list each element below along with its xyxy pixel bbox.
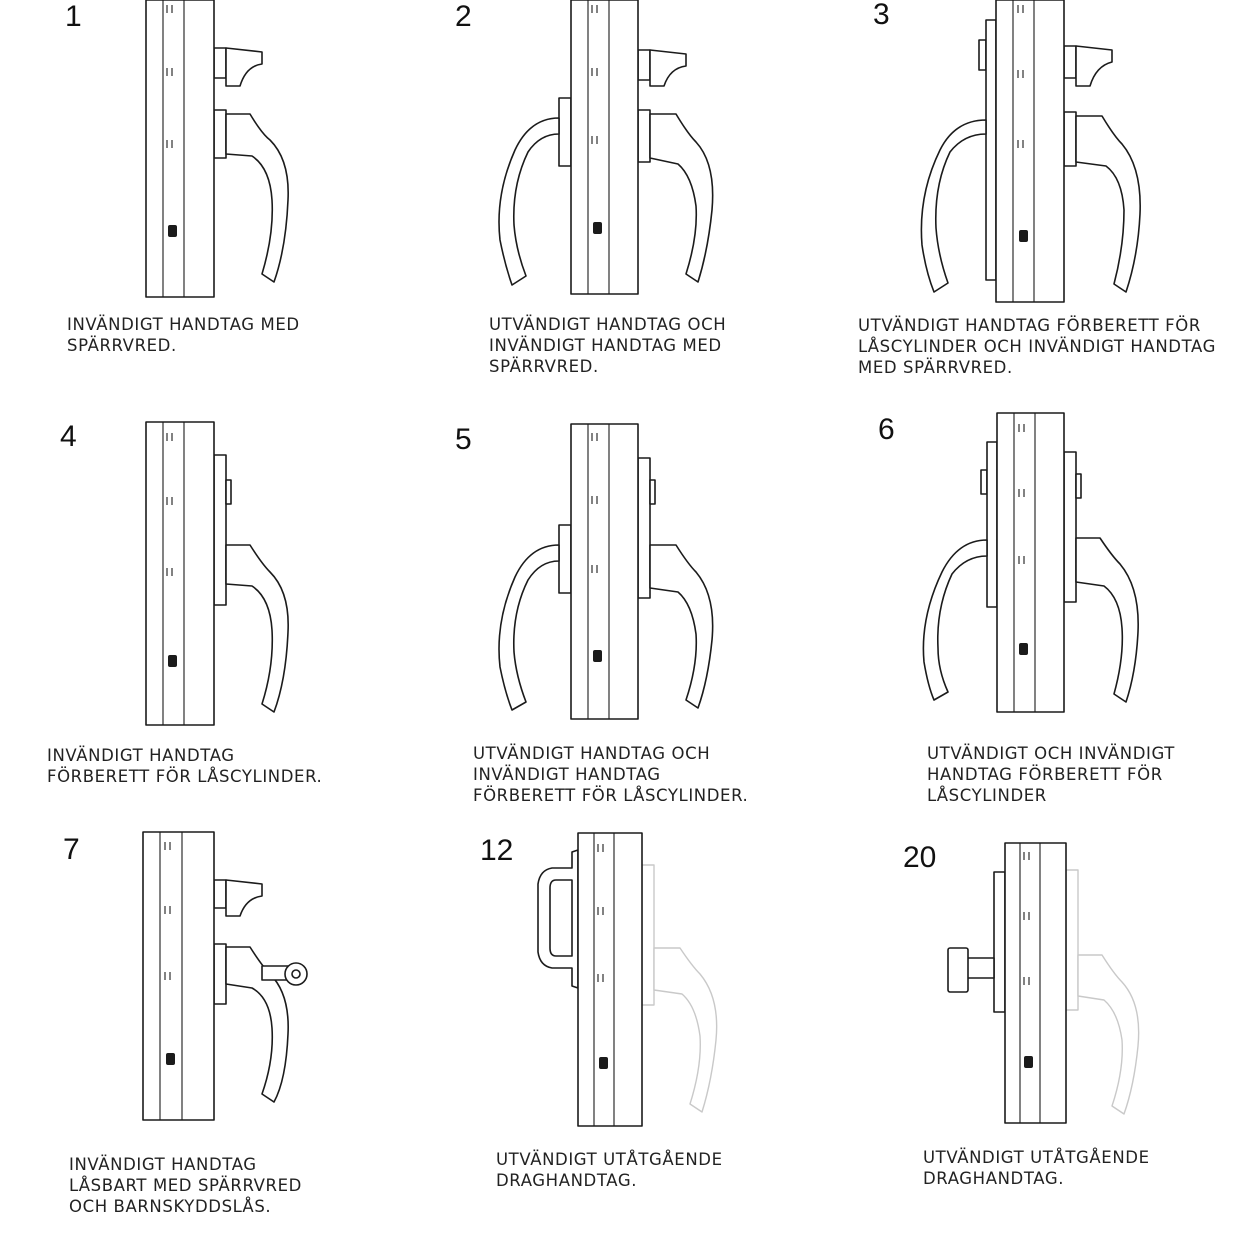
caption-20: UTVÄNDIGT UTÅTGÅENDE DRAGHANDTAG. [923,1148,1150,1188]
outer-handle-with-cylinder [922,441,998,701]
figure-number-7: 7 [63,833,80,866]
window-handle-diagram-2 [498,0,714,295]
window-frame-profile [145,421,215,726]
figure-number-2: 2 [455,0,472,33]
caption-1: INVÄNDIGT HANDTAG MED SPÄRRVRED. [67,315,300,355]
window-frame-profile [577,832,643,1127]
window-handle-diagram-12 [537,832,718,1127]
figure-number-5: 5 [455,423,472,456]
window-handle-diagram-7 [142,831,308,1121]
inner-handle-with-lock-knob [1063,45,1141,293]
caption-2: UTVÄNDIGT HANDTAG OCH INVÄNDIGT HANDTAG … [489,315,727,376]
inner-handle-with-cylinder [637,457,714,709]
window-frame-profile [142,831,215,1121]
figure-number-20: 20 [903,841,937,874]
window-handle-diagram-5 [498,423,714,720]
inner-handle-with-lock-knob [637,49,714,283]
window-frame-profile [995,0,1065,303]
inner-handle-with-lock-knob [213,47,289,283]
window-frame-profile [996,412,1065,713]
window-handle-diagram-4 [145,421,289,726]
inner-handle-with-cylinder [1063,451,1139,703]
outer-handle [498,97,572,286]
inner-handle-with-lock-knob-and-key [213,879,308,1103]
figure-number-6: 6 [878,413,895,446]
caption-4: INVÄNDIGT HANDTAG FÖRBERETT FÖR LÅSCYLIN… [47,746,323,786]
caption-5: UTVÄNDIGT HANDTAG OCH INVÄNDIGT HANDTAG … [473,744,749,805]
pull-handle [537,849,579,989]
inner-handle-with-cylinder [213,454,289,713]
window-handle-diagram-1 [145,0,289,298]
figure-number-4: 4 [60,420,77,453]
outer-handle [498,524,572,711]
faded-inner-handle [1065,869,1140,1115]
caption-12: UTVÄNDIGT UTÅTGÅENDE DRAGHANDTAG. [496,1150,723,1190]
caption-7: INVÄNDIGT HANDTAG LÅSBART MED SPÄRRVRED … [69,1155,302,1216]
caption-6: UTVÄNDIGT OCH INVÄNDIGT HANDTAG FÖRBERET… [927,744,1175,805]
figure-number-1: 1 [65,0,82,33]
outer-handle-with-cylinder [920,19,997,293]
window-frame-profile [145,0,215,298]
child-safety-key-icon [261,962,308,986]
window-frame-profile [570,423,639,720]
caption-3: UTVÄNDIGT HANDTAG FÖRBERETT FÖR LÅSCYLIN… [858,316,1216,377]
figure-number-3: 3 [873,0,890,31]
window-handle-diagram-3 [920,0,1141,303]
window-handle-diagram-20 [947,842,1140,1124]
figure-number-12: 12 [480,834,514,867]
window-handle-diagram-6 [922,412,1139,713]
pull-knob [947,871,1006,1013]
window-frame-profile [570,0,639,295]
window-frame-profile [1004,842,1067,1124]
faded-inner-handle [641,864,718,1113]
